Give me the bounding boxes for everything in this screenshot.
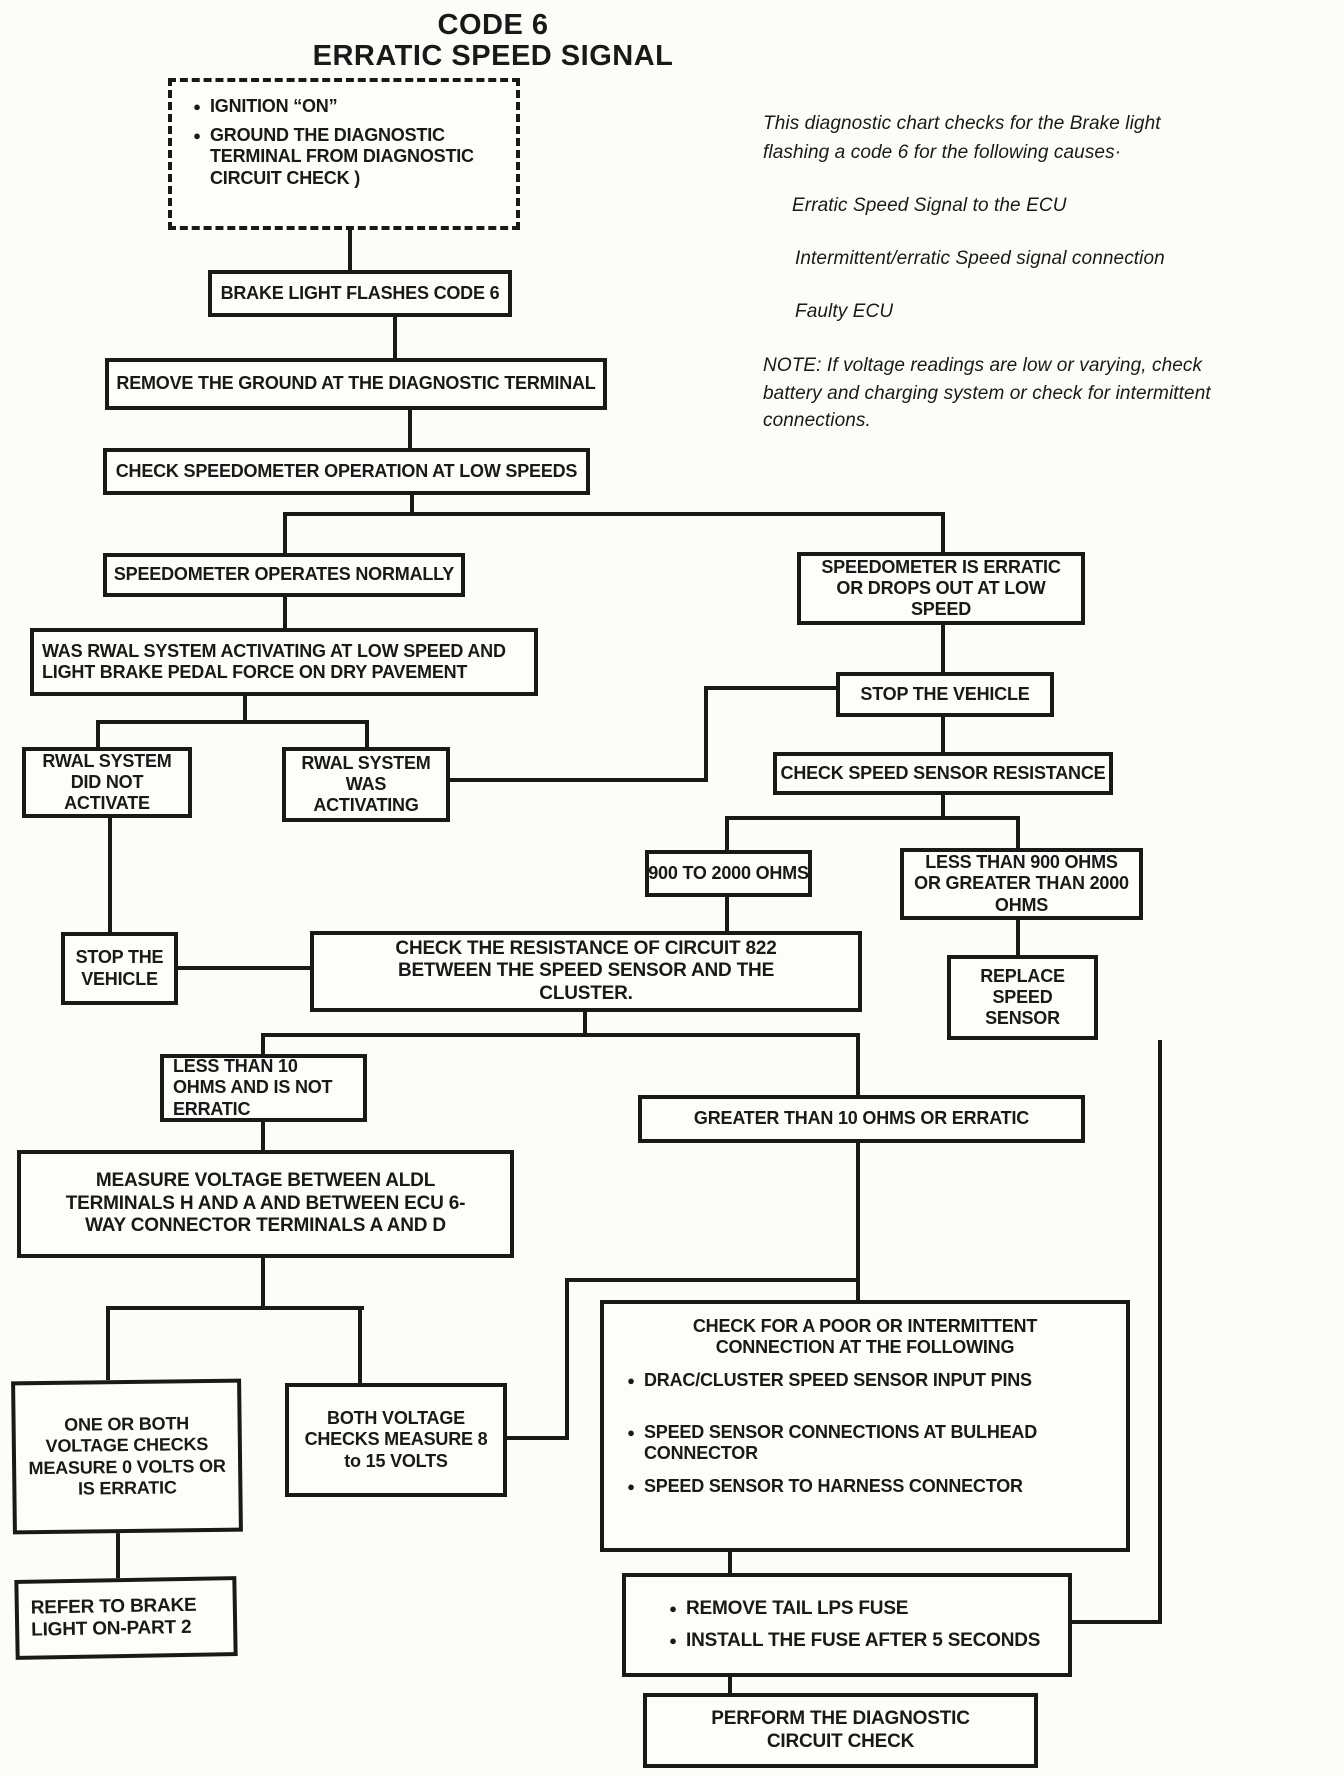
note-cause-2: Intermittent/erratic Speed signal connec… (795, 248, 1165, 269)
node-check-speed-sensor-resistance: CHECK SPEED SENSOR RESISTANCE (773, 752, 1113, 795)
connector-line (450, 778, 708, 782)
bullet-icon: ● (627, 1373, 635, 1389)
node-measure-voltage: MEASURE VOLTAGE BETWEEN ALDL TERMINALS H… (17, 1150, 514, 1258)
check-poor-item: ● SPEED SENSOR TO HARNESS CONNECTOR (618, 1476, 1112, 1497)
connector-line (410, 495, 414, 516)
connector-line (507, 1436, 569, 1440)
node-fuse-cycle: ● REMOVE TAIL LPS FUSE ● INSTALL THE FUS… (622, 1573, 1072, 1677)
connector-line (583, 1011, 587, 1037)
note-cause-1: Erratic Speed Signal to the ECU (792, 195, 1067, 216)
connector-line (728, 1677, 732, 1693)
connector-line (261, 1122, 265, 1150)
connector-line (1158, 1040, 1162, 1624)
check-poor-text: SPEED SENSOR CONNECTIONS AT BULHEAD CONN… (644, 1421, 1038, 1463)
connector-line (285, 512, 945, 516)
connector-line (725, 897, 729, 931)
connector-line (1016, 816, 1020, 848)
connector-line (856, 1143, 860, 1300)
node-refer-brake-light-part2: REFER TO BRAKE LIGHT ON-PART 2 (14, 1576, 238, 1660)
connector-line (261, 1033, 860, 1037)
node-rwal-was-activating: RWAL SYSTEM WAS ACTIVATING (282, 747, 450, 822)
node-check-circuit-822: CHECK THE RESISTANCE OF CIRCUIT 822 BETW… (310, 931, 862, 1012)
node-speedometer-normal: SPEEDOMETER OPERATES NORMALLY (103, 553, 465, 597)
connector-line (565, 1278, 569, 1440)
connector-line (706, 686, 836, 690)
node-perform-diagnostic-check: PERFORM THE DIAGNOSTIC CIRCUIT CHECK (643, 1693, 1038, 1768)
node-ohms-out-of-range: LESS THAN 900 OHMS OR GREATER THAN 2000 … (900, 848, 1143, 920)
node-ohms-900-to-2000: 900 TO 2000 OHMS (645, 850, 812, 897)
page-title-line1: CODE 6 (437, 9, 549, 41)
node-check-speedometer: CHECK SPEEDOMETER OPERATION AT LOW SPEED… (103, 448, 590, 495)
bullet-icon: ● (627, 1424, 635, 1440)
note-voltage: NOTE: If voltage readings are low or var… (763, 355, 1211, 432)
connector-line (725, 816, 1020, 820)
connector-line (261, 1258, 265, 1310)
connector-line (243, 696, 247, 724)
node-preconditions: ● IGNITION “ON” ● GROUND THE DIAGNOSTIC … (168, 78, 520, 230)
connector-line (567, 1278, 858, 1282)
check-poor-item: ● DRAC/CLUSTER SPEED SENSOR INPUT PINS (618, 1370, 1112, 1391)
connector-line (1016, 920, 1020, 955)
connector-line (96, 720, 100, 747)
connector-line (725, 816, 729, 850)
connector-line (941, 625, 945, 672)
node-rwal-did-not-activate: RWAL SYSTEM DID NOT ACTIVATE (22, 747, 192, 818)
node-stop-vehicle-left: STOP THE VEHICLE (61, 932, 178, 1005)
node-one-or-both-zero-volts: ONE OR BOTH VOLTAGE CHECKS MEASURE 0 VOL… (11, 1378, 243, 1535)
connector-line (358, 1306, 362, 1383)
connector-line (116, 1533, 120, 1578)
fuse-cycle-text: INSTALL THE FUSE AFTER 5 SECONDS (686, 1630, 1041, 1651)
node-remove-ground: REMOVE THE GROUND AT THE DIAGNOSTIC TERM… (105, 358, 607, 410)
connector-line (1070, 1620, 1162, 1624)
bullet-icon: ● (193, 99, 201, 114)
connector-line (408, 410, 412, 448)
page-title-line2: ERRATIC SPEED SIGNAL (312, 39, 674, 72)
precondition-item: ● GROUND THE DIAGNOSTIC TERMINAL FROM DI… (184, 125, 506, 189)
bullet-icon: ● (627, 1479, 635, 1495)
bullet-icon: ● (193, 128, 201, 144)
node-speedometer-erratic: SPEEDOMETER IS ERRATIC OR DROPS OUT AT L… (797, 552, 1085, 625)
connector-line (108, 818, 112, 932)
precondition-text: GROUND THE DIAGNOSTIC TERMINAL FROM DIAG… (210, 125, 474, 188)
connector-line (856, 1033, 860, 1095)
node-was-rwal-activating: WAS RWAL SYSTEM ACTIVATING AT LOW SPEED … (30, 628, 538, 696)
fuse-cycle-text: REMOVE TAIL LPS FUSE (686, 1597, 909, 1619)
connector-line (178, 966, 310, 970)
connector-line (941, 717, 945, 752)
connector-line (283, 597, 287, 628)
connector-line (728, 1550, 732, 1573)
connector-line (941, 512, 945, 552)
check-poor-heading: CHECK FOR A POOR OR INTERMITTENT CONNECT… (692, 1316, 1038, 1358)
node-replace-speed-sensor: REPLACE SPEED SENSOR (947, 955, 1098, 1040)
check-poor-item: ● SPEED SENSOR CONNECTIONS AT BULHEAD CO… (618, 1422, 1112, 1464)
bullet-icon: ● (669, 1600, 677, 1616)
node-check-poor-connection: CHECK FOR A POOR OR INTERMITTENT CONNECT… (600, 1300, 1130, 1552)
connector-line (96, 720, 369, 724)
node-greater-than-10-ohms: GREATER THAN 10 OHMS OR ERRATIC (638, 1095, 1085, 1143)
fuse-cycle-item: ● INSTALL THE FUSE AFTER 5 SECONDS (660, 1630, 1058, 1652)
connector-line (704, 686, 708, 782)
connector-line (941, 793, 945, 818)
fuse-cycle-item: ● REMOVE TAIL LPS FUSE (660, 1598, 1058, 1620)
connector-line (283, 512, 287, 553)
page-title: CODE 6 ERRATIC SPEED SIGNAL (143, 10, 843, 71)
connector-line (393, 317, 397, 358)
check-poor-text: SPEED SENSOR TO HARNESS CONNECTOR (644, 1476, 1023, 1497)
node-brake-light-flashes: BRAKE LIGHT FLASHES CODE 6 (208, 270, 512, 317)
node-both-8-to-15-volts: BOTH VOLTAGE CHECKS MEASURE 8 to 15 VOLT… (285, 1383, 507, 1497)
bullet-icon: ● (669, 1633, 677, 1648)
note-cause-3: Faulty ECU (795, 301, 894, 322)
node-stop-vehicle-right: STOP THE VEHICLE (836, 672, 1054, 717)
node-less-than-10-ohms: LESS THAN 10 OHMS AND IS NOT ERRATIC (160, 1054, 367, 1122)
precondition-item: ● IGNITION “ON” (184, 96, 506, 117)
connector-line (348, 230, 352, 270)
check-poor-text: DRAC/CLUSTER SPEED SENSOR INPUT PINS (644, 1370, 1032, 1391)
connector-line (365, 720, 369, 747)
connector-line (106, 1306, 364, 1310)
precondition-text: IGNITION “ON” (210, 96, 338, 116)
connector-line (106, 1306, 110, 1380)
note-intro: This diagnostic chart checks for the Bra… (763, 113, 1161, 163)
connector-line (261, 1033, 265, 1054)
